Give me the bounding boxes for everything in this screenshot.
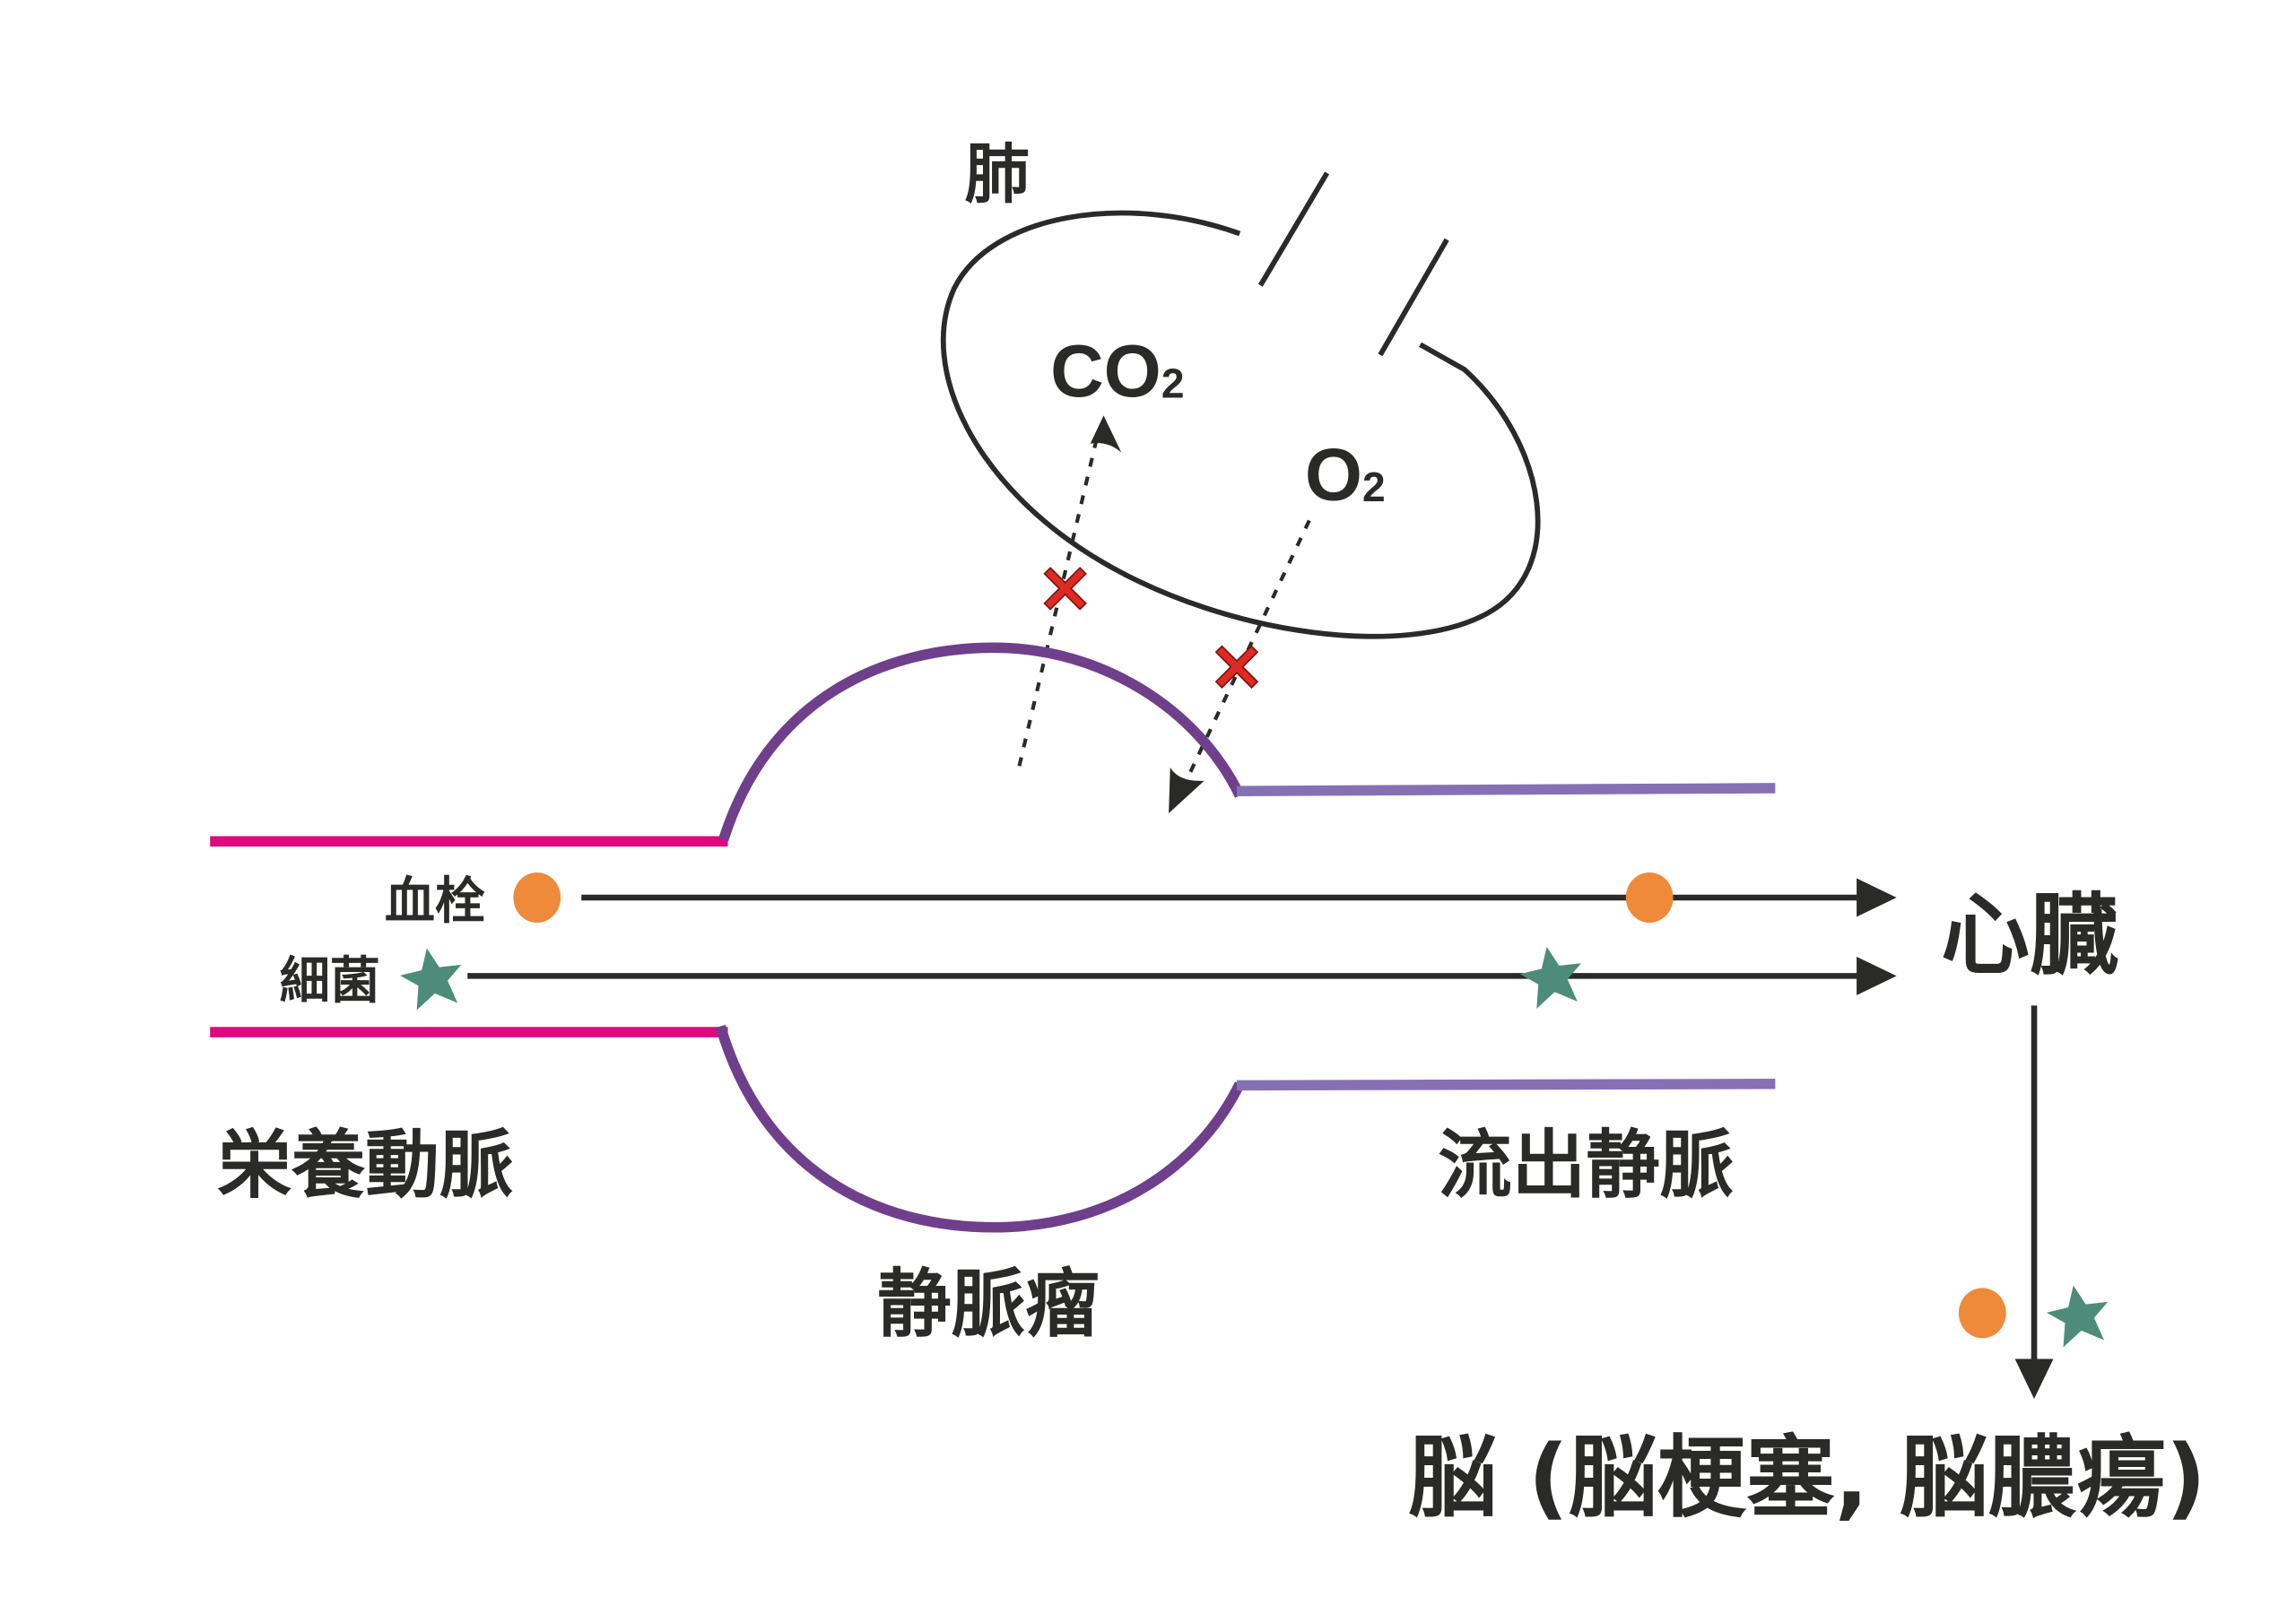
bacteria-flow-arrow [467, 956, 1897, 995]
blocked-o2-cross-icon [1214, 645, 1259, 689]
draining-vein-label: 流出静脈 [1438, 1123, 1734, 1209]
o2-exchange-arrow [1169, 519, 1311, 813]
bacteria-in-vein-star-icon [1519, 946, 1581, 1009]
thrombus-flow-arrow [581, 878, 1897, 917]
co2-arrowhead-icon [1090, 415, 1122, 453]
varix-upper-wall [718, 642, 1245, 842]
bacteria-legend-star-icon [400, 948, 462, 1011]
brain-label: 脳 (脳梗塞, 脳膿瘍) [1408, 1427, 2206, 1530]
lung: 肺 CO2 O2 [940, 137, 1541, 639]
co2-label: CO2 [1050, 330, 1184, 412]
draining-vein-lower-wall [1236, 1078, 1776, 1091]
brain-flow-arrow [2014, 1005, 2054, 1400]
brain-arrowhead-icon [2014, 1358, 2054, 1400]
thrombus-arrowhead-icon [1857, 878, 1897, 917]
feeding-artery-label: 栄養動脈 [217, 1123, 513, 1209]
varix-label: 静脈瘤 [877, 1262, 1099, 1348]
lung-outline [940, 210, 1541, 639]
bacteria-arrowhead-icon [1857, 956, 1897, 995]
thrombus-in-vein-circle-icon [1625, 872, 1674, 924]
draining-vein-upper-wall [1236, 783, 1776, 797]
o2-label: O2 [1305, 433, 1386, 516]
thrombus-legend-circle-icon [513, 872, 561, 924]
bacteria-label: 細菌 [280, 952, 380, 1011]
bacteria-to-brain-star-icon [2046, 1285, 2109, 1348]
lung-label: 肺 [964, 137, 1030, 213]
trachea-right-wall [1378, 238, 1449, 357]
trachea-left-wall [1257, 171, 1330, 287]
thrombus-to-brain-circle-icon [1958, 1288, 2006, 1339]
co2-exchange-arrow [1017, 415, 1122, 767]
thrombus-label: 血栓 [385, 872, 485, 931]
blocked-co2-cross-icon [1043, 567, 1087, 611]
o2-arrowhead-icon [1169, 767, 1205, 813]
varix-lower-wall [715, 1024, 1245, 1233]
heart-label: 心臓 [1941, 884, 2118, 987]
